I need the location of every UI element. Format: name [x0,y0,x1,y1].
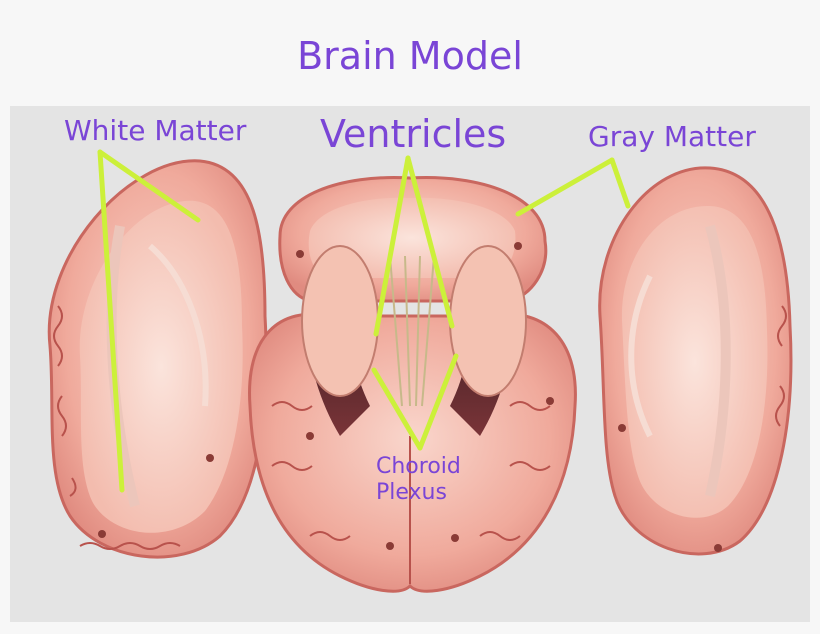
brain-model-photo [10,106,810,622]
central-brain-section [248,176,577,593]
slide-title: Brain Model [297,34,523,78]
label-gray-matter: Gray Matter [588,120,756,153]
label-ventricles: Ventricles [320,112,507,156]
label-choroid-line1: Choroid [376,454,461,479]
label-white-matter: White Matter [64,114,247,147]
label-choroid-plexus: Choroid Plexus [376,454,461,506]
brain-model-illustration [10,106,810,622]
label-choroid-line2: Plexus [376,480,447,505]
right-hemisphere-section [598,166,793,556]
